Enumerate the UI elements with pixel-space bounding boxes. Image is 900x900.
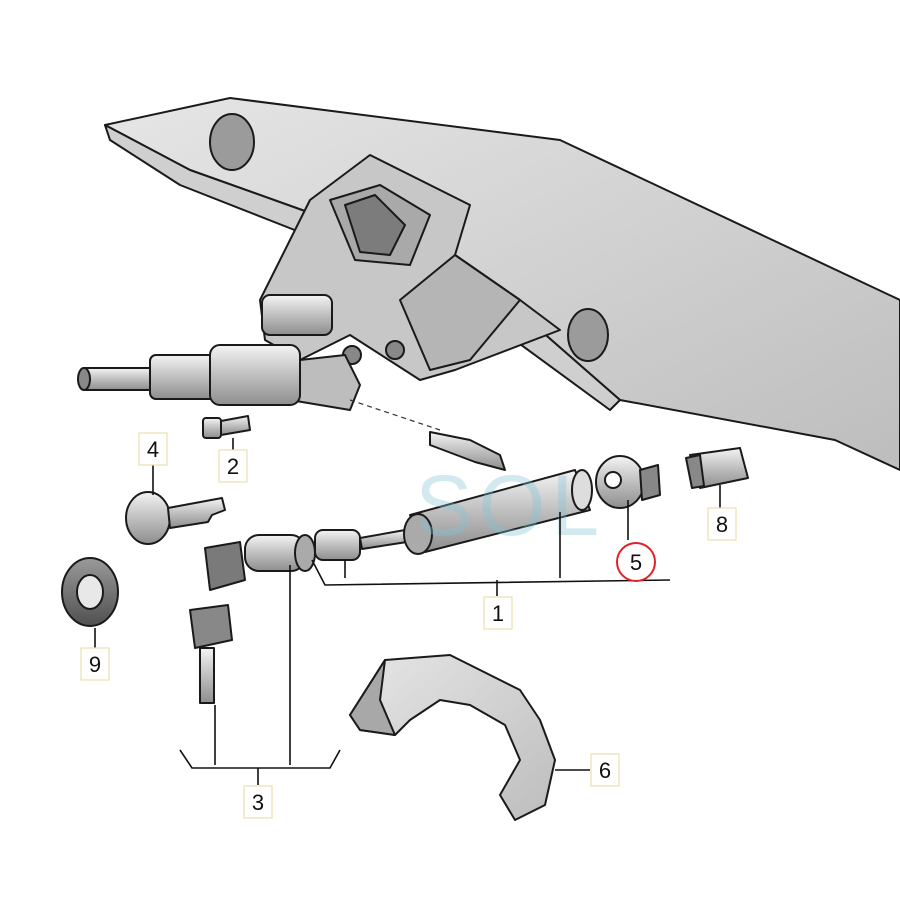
svg-text:5: 5	[630, 550, 642, 575]
cross-member	[104, 97, 900, 471]
svg-text:9: 9	[89, 652, 101, 677]
column-cover-6	[349, 654, 556, 821]
part-label-4: 4	[138, 432, 168, 466]
part-label-5: 5	[616, 542, 656, 582]
svg-text:2: 2	[227, 454, 239, 479]
part-label-8: 8	[707, 507, 737, 541]
svg-text:4: 4	[147, 437, 159, 462]
column-bracket	[259, 154, 561, 411]
alignment-line	[349, 399, 441, 431]
part-label-9: 9	[80, 647, 110, 681]
watermark: SOL	[415, 458, 605, 554]
part-label-2: 2	[218, 449, 248, 483]
part-label-3: 3	[243, 785, 273, 819]
lock-housing-1	[314, 431, 593, 561]
steering-shaft	[77, 344, 301, 406]
bolt-2	[202, 415, 251, 439]
svg-text:8: 8	[716, 512, 728, 537]
highlight-circle	[616, 542, 656, 582]
leader-lines	[94, 438, 721, 785]
key-blank-4	[125, 491, 226, 545]
ignition-switch-5	[595, 455, 661, 509]
svg-text:1: 1	[492, 601, 504, 626]
part-label-1: 1	[483, 596, 513, 630]
connector-8	[685, 447, 749, 489]
svg-text:6: 6	[599, 758, 611, 783]
lock-cylinder-3	[189, 534, 316, 704]
ring-9	[61, 557, 119, 627]
svg-text:3: 3	[252, 790, 264, 815]
part-label-6: 6	[590, 753, 620, 787]
